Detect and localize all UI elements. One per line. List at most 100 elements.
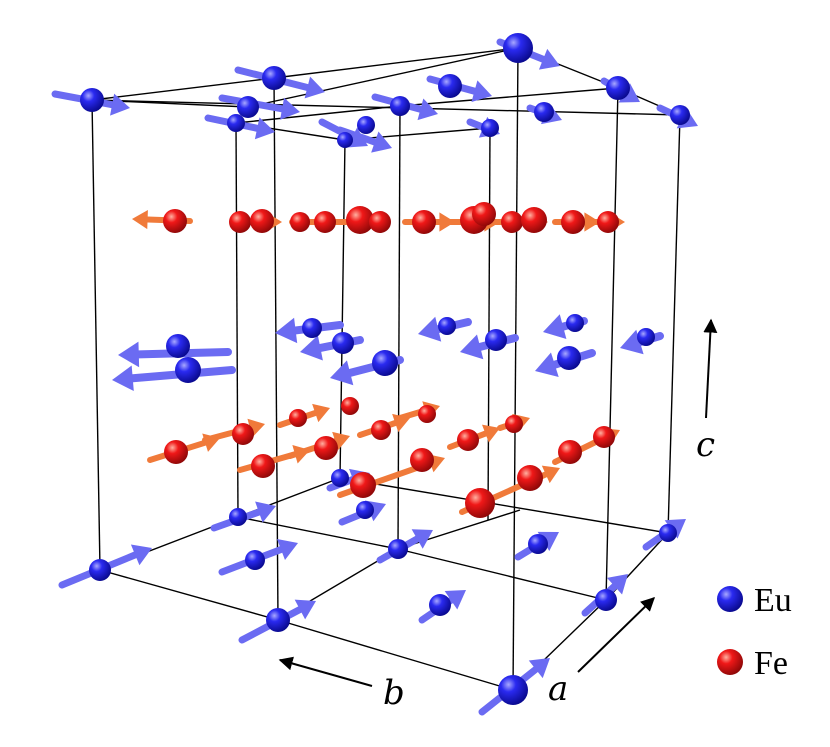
eu-atom (266, 608, 290, 632)
eu-atom (331, 469, 349, 487)
eu-atom (438, 317, 456, 335)
a-axis-arrow (577, 597, 656, 673)
legend-fe-swatch (717, 649, 743, 675)
fe-atom (412, 210, 436, 234)
eu-atom (372, 350, 398, 376)
eu-atom (659, 524, 677, 542)
eu-atom (262, 66, 286, 90)
eu-atom (388, 539, 408, 559)
cell-edge (397, 509, 521, 550)
fe-atom (465, 488, 495, 518)
cell-edge (273, 77, 279, 621)
eu-atom (503, 33, 533, 63)
fe-atom (371, 420, 391, 440)
eu-atom (175, 357, 201, 383)
cell-edge (237, 516, 399, 550)
eu-atom (595, 589, 617, 611)
eu-atom (566, 314, 584, 332)
cell-edge (339, 477, 669, 534)
cell-edge (247, 47, 519, 108)
legend-eu-swatch (717, 586, 743, 612)
b-axis-arrow (278, 656, 373, 687)
fe-moment-arrow (237, 445, 310, 473)
fe-atom (521, 207, 547, 233)
eu-atom (670, 105, 690, 125)
c-axis-label: c (696, 425, 715, 465)
cell-edge (273, 47, 519, 79)
cell-edge (235, 122, 239, 518)
eu-atom (89, 559, 111, 581)
cell-edge (397, 548, 607, 601)
eu-atom (390, 96, 410, 116)
fe-atom (457, 429, 479, 451)
cell-edge (667, 114, 681, 534)
b-axis-label: b (383, 673, 405, 713)
eu-atom (332, 332, 354, 354)
fe-atom (410, 448, 434, 472)
eu-atom (166, 334, 190, 358)
fe-atom (314, 436, 338, 460)
fe-atom (232, 423, 254, 445)
cell-edge (91, 77, 275, 101)
eu-atom (429, 594, 451, 616)
fe-atom (561, 210, 585, 234)
eu-atom (80, 88, 104, 112)
eu-atom (557, 346, 581, 370)
atoms (80, 33, 690, 705)
eu-atom (227, 114, 245, 132)
cell-edge (339, 139, 346, 479)
axis-indicators: c b a (278, 318, 718, 713)
fe-atom (505, 415, 523, 433)
legend-eu-label: Eu (754, 582, 792, 619)
fe-atom (593, 426, 615, 448)
fe-atom (164, 440, 188, 464)
eu-moment-arrow (112, 365, 236, 392)
eu-atom (438, 74, 462, 98)
eu-moment-arrow (336, 126, 392, 153)
fe-atom (369, 211, 391, 233)
fe-atom (346, 206, 374, 234)
fe-atom (163, 209, 187, 233)
eu-atom (498, 675, 528, 705)
fe-atom (501, 211, 523, 233)
fe-atom (350, 472, 376, 498)
eu-atom (534, 102, 554, 122)
fe-atom (229, 211, 251, 233)
eu-atom (245, 550, 265, 570)
legend: Eu Fe (717, 582, 792, 682)
cell-edge (399, 87, 619, 107)
fe-atom (472, 202, 496, 226)
cell-edge (277, 619, 514, 691)
a-axis-label: a (548, 669, 568, 709)
cell-edge (99, 569, 279, 621)
fe-atom (558, 440, 582, 464)
cell-edge (397, 105, 401, 550)
cell-edge (605, 87, 619, 601)
eu-atom (229, 508, 247, 526)
fe-atom (290, 212, 310, 232)
cell-edge (91, 99, 101, 571)
fe-atom (250, 209, 274, 233)
eu-atom (481, 119, 499, 137)
cell-edge (512, 47, 519, 691)
eu-atom (637, 328, 655, 346)
eu-atom (485, 329, 507, 351)
cell-edge (487, 127, 491, 521)
magnetic-moments (51, 38, 698, 716)
fe-atom (418, 405, 436, 423)
fe-atom (314, 211, 336, 233)
eu-atom (337, 132, 353, 148)
eu-atom (357, 116, 375, 134)
fe-atom (341, 397, 359, 415)
eu-atom (356, 501, 374, 519)
legend-fe-label: Fe (754, 645, 788, 682)
fe-atom (517, 465, 543, 491)
eu-atom (302, 318, 322, 338)
cell-edge (235, 105, 401, 124)
c-axis-arrow (703, 318, 718, 419)
fe-atom (251, 454, 275, 478)
fe-atom (597, 211, 619, 233)
eu-atom (528, 534, 548, 554)
